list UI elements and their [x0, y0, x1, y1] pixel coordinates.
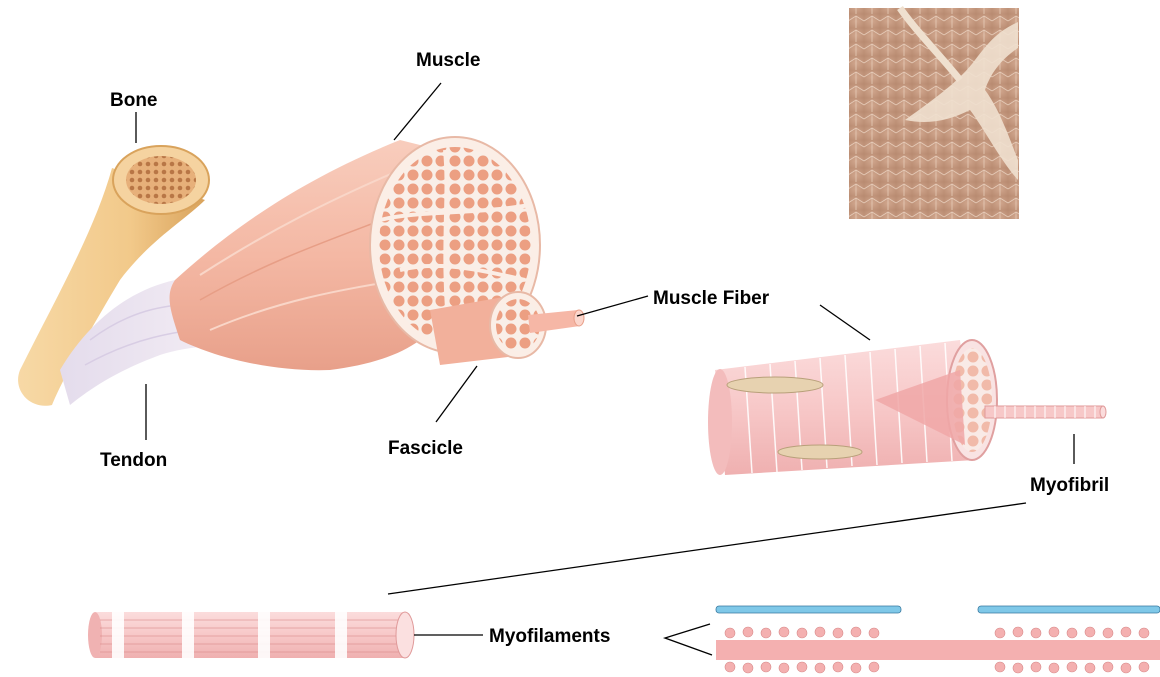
- leader-muscle: [394, 83, 441, 140]
- leader-fascicle: [436, 366, 477, 422]
- leader-myofilaments-right: [665, 624, 712, 655]
- label-myofilaments: Myofilaments: [489, 626, 610, 647]
- label-muscle: Muscle: [416, 50, 480, 71]
- micrograph-image: [849, 8, 1019, 219]
- myofibril-illustration: [88, 612, 414, 658]
- leader-muscle-fiber-right: [820, 305, 870, 340]
- label-muscle-fiber: Muscle Fiber: [653, 288, 770, 309]
- label-bone: Bone: [110, 90, 158, 111]
- myofilaments-illustration: [716, 606, 1160, 673]
- label-myofibril: Myofibril: [1030, 475, 1109, 496]
- muscle-fiber-illustration: [708, 340, 1106, 475]
- leader-myofibril-long: [388, 503, 1026, 594]
- label-fascicle: Fascicle: [388, 438, 463, 459]
- label-tendon: Tendon: [100, 450, 167, 471]
- leader-muscle-fiber-left: [577, 296, 648, 316]
